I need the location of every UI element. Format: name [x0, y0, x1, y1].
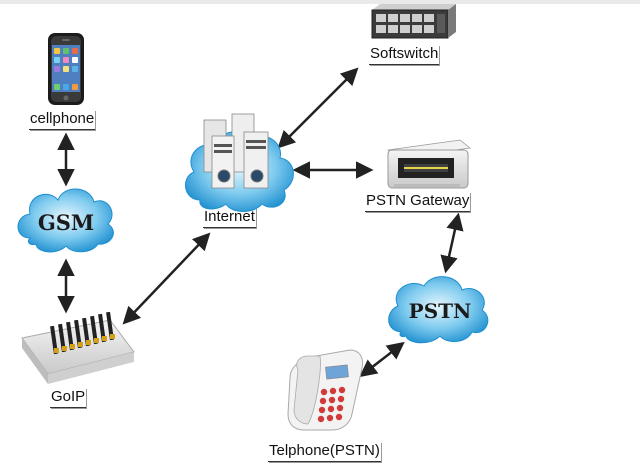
goip-label-text: GoIP [50, 388, 87, 408]
softswitch-server-icon [371, 4, 456, 39]
telephone-label: Telphone(PSTN) [268, 442, 381, 462]
pstn-cloud-icon: PSTN [388, 276, 489, 344]
cellphone-label: cellphone [29, 110, 96, 130]
cellphone-icon [48, 33, 84, 105]
edge-internet-softswitch [277, 67, 359, 149]
gsm-cloud-icon: GSM [17, 188, 114, 253]
goip-label: GoIP [50, 388, 87, 408]
goip-antennas [50, 311, 115, 355]
pstn-gateway-icon [387, 139, 471, 189]
cellphone-label-text: cellphone [29, 110, 96, 130]
internet-label-text: Internet [203, 208, 256, 228]
connections [57, 67, 464, 378]
internet-cloud-icon [185, 113, 294, 212]
softswitch-label: Softswitch [369, 45, 440, 65]
telephone-label-text: Telphone(PSTN) [268, 442, 381, 462]
softswitch-label-text: Softswitch [369, 45, 440, 65]
edge-pstngateway-pstn [440, 212, 464, 274]
telephone-keypad [317, 386, 346, 423]
pstn-cloud-label: PSTN [409, 299, 472, 323]
pstn-gateway-label: PSTN Gateway [365, 192, 471, 212]
server-rack-icon [203, 113, 269, 189]
gsm-cloud-label: GSM [38, 210, 94, 235]
edge-goip-internet [122, 232, 211, 325]
goip-icon [21, 311, 135, 384]
pstn-gateway-label-text: PSTN Gateway [365, 192, 471, 212]
top-border [0, 0, 640, 4]
telephone-icon [287, 349, 363, 431]
edge-pstn-telephone [359, 341, 405, 378]
internet-label: Internet [203, 208, 256, 228]
